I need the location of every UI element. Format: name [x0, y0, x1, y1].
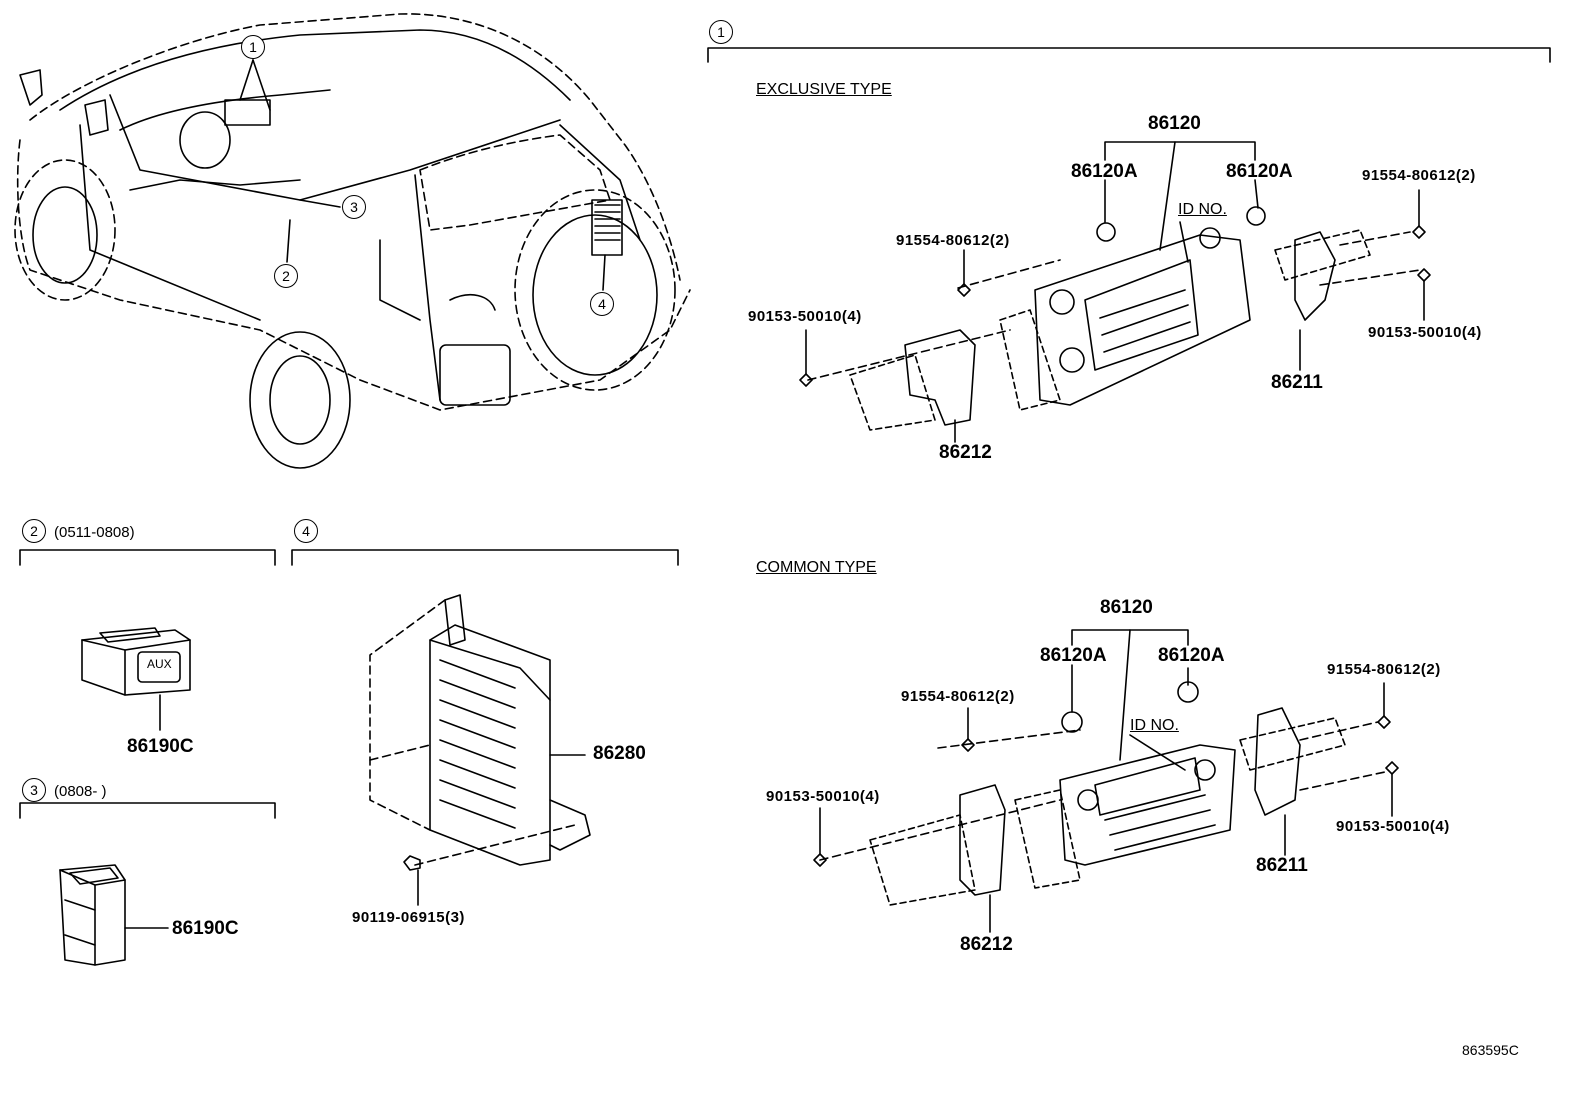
exclusive-id-no: ID NO. [1178, 201, 1227, 218]
common-part-86212: 86212 [960, 934, 1013, 955]
exclusive-part-86120a-left: 86120A [1071, 161, 1138, 182]
exclusive-bolt-right: 90153-50010(4) [1368, 324, 1482, 341]
section4-part-86280: 86280 [593, 743, 646, 764]
exclusive-screw-left: 91554-80612(2) [896, 232, 1010, 249]
callout-2-vehicle: 2 [274, 264, 298, 288]
common-screw-left: 91554-80612(2) [901, 688, 1015, 705]
vehicle-overview [14, 13, 691, 469]
section2-callout: 2 [22, 519, 46, 543]
section4-drawing [291, 549, 679, 906]
exclusive-part-86212: 86212 [939, 442, 992, 463]
common-id-no: ID NO. [1130, 717, 1179, 734]
exclusive-part-86211: 86211 [1271, 372, 1323, 393]
common-part-86120a-left: 86120A [1040, 645, 1107, 666]
common-type-header: COMMON TYPE [756, 559, 877, 576]
exclusive-part-86120: 86120 [1148, 113, 1201, 134]
common-screw-right: 91554-80612(2) [1327, 661, 1441, 678]
section2-range: (0511-0808) [54, 524, 135, 541]
section2-part-86190c: 86190C [127, 736, 194, 757]
callout-4-vehicle: 4 [590, 292, 614, 316]
exclusive-bolt-left: 90153-50010(4) [748, 308, 862, 325]
aux-switch-text: AUX [147, 657, 172, 671]
exclusive-part-86120a-right: 86120A [1226, 161, 1293, 182]
common-part-86211: 86211 [1256, 855, 1308, 876]
section2-drawing [19, 549, 276, 731]
section3-part-86190c: 86190C [172, 918, 239, 939]
callout-3-vehicle: 3 [342, 195, 366, 219]
common-bolt-right: 90153-50010(4) [1336, 818, 1450, 835]
section3-range: (0808- ) [54, 783, 107, 800]
section3-callout: 3 [22, 778, 46, 802]
section4-callout: 4 [294, 519, 318, 543]
callout-1-vehicle: 1 [241, 35, 265, 59]
common-assembly [813, 629, 1399, 933]
section1-frame [707, 47, 1551, 63]
exclusive-screw-right: 91554-80612(2) [1362, 167, 1476, 184]
section1-callout: 1 [709, 20, 733, 44]
drawing-code: 863595C [1462, 1042, 1519, 1058]
common-bolt-left: 90153-50010(4) [766, 788, 880, 805]
common-part-86120a-right: 86120A [1158, 645, 1225, 666]
section3-drawing [19, 802, 276, 966]
common-part-86120: 86120 [1100, 597, 1153, 618]
section4-bolt: 90119-06915(3) [352, 909, 465, 926]
exclusive-assembly [799, 141, 1431, 443]
exclusive-type-header: EXCLUSIVE TYPE [756, 81, 892, 98]
